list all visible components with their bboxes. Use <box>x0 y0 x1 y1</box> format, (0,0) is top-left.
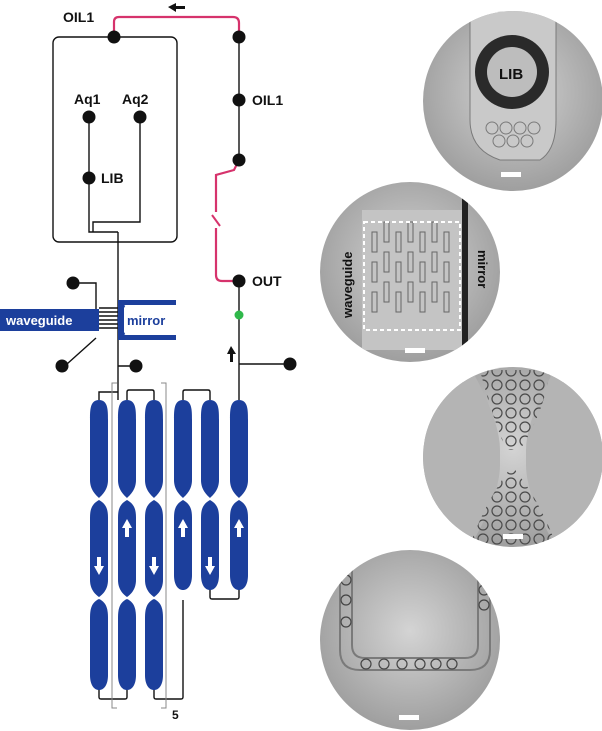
waveguide-serpentine <box>99 307 118 329</box>
mirror-strip <box>462 185 468 362</box>
repeat-bracket-left <box>111 382 117 709</box>
micrograph-bead-constriction <box>423 367 602 547</box>
side-channel-upper <box>73 282 97 310</box>
inlet-chamber-box <box>52 36 178 243</box>
micrograph-lib-inlet: LIB <box>423 11 602 191</box>
aq1-label: Aq1 <box>74 91 101 107</box>
aq2-channel <box>92 117 141 232</box>
oil1-top-right-port <box>232 30 246 44</box>
side-channel-lower <box>66 337 97 365</box>
scale-bar <box>405 348 425 353</box>
u-turn-top-2 <box>182 389 211 400</box>
u-turn-bottom-1 <box>98 690 128 700</box>
up-arrow-icon <box>227 346 236 362</box>
waveguide-right-port <box>129 359 143 373</box>
scale-bar <box>399 715 419 720</box>
channel-column-6 <box>230 400 248 590</box>
repeat-count-label: 5 <box>172 708 179 722</box>
waveguide-bar <box>0 309 99 331</box>
incubation-serpentine: 5 <box>90 382 248 722</box>
mirror-frame <box>118 300 176 340</box>
scale-bar <box>501 172 521 177</box>
lib-port <box>82 171 96 185</box>
flow-arrows <box>94 519 244 575</box>
left-arrow-icon <box>168 3 185 12</box>
micrograph-waveguide-label: waveguide <box>340 252 355 319</box>
mirror-curve <box>117 304 126 336</box>
oil1-line <box>112 15 241 37</box>
down-arrow-icon <box>205 557 215 575</box>
down-arrow-icon <box>94 557 104 575</box>
bead-pack-top <box>480 370 550 450</box>
waveguide-upper-port <box>66 276 80 290</box>
out-label: OUT <box>252 273 282 289</box>
oil1-to-out-line <box>214 159 240 283</box>
out-port <box>232 274 246 288</box>
oil1-inlet-port <box>107 30 121 44</box>
waveguide-label: waveguide <box>5 313 72 328</box>
detection-window <box>363 221 461 331</box>
repeat-bracket-right <box>161 382 167 709</box>
u-turn-top-1 <box>126 389 155 400</box>
channel-column-2 <box>118 400 136 690</box>
up-arrow-icon <box>122 519 132 537</box>
serpentine-inlet <box>98 391 118 400</box>
channel-column-4 <box>174 400 192 590</box>
down-arrow-icon <box>149 557 159 575</box>
bead-pack-bottom <box>470 466 556 545</box>
oil1-top-label: OIL1 <box>63 9 94 25</box>
oil1-side-port <box>232 93 246 107</box>
mirror-label: mirror <box>127 313 165 328</box>
detector-dot <box>234 310 244 320</box>
micrograph-detection: waveguide mirror <box>320 182 500 362</box>
aq2-port <box>133 110 147 124</box>
oil1-gap-tick <box>211 214 221 227</box>
waveguide-lower-port <box>55 359 69 373</box>
u-turn-bottom-2 <box>153 600 184 700</box>
channel-column-5 <box>201 400 219 590</box>
outlet-side-port <box>283 357 297 371</box>
u-turn-bottom-3 <box>209 590 240 600</box>
lib-label: LIB <box>101 170 124 186</box>
aq1-port <box>82 110 96 124</box>
oil1-lower-port <box>232 153 246 167</box>
micrograph-mirror-label: mirror <box>475 250 490 288</box>
oil1-side-label: OIL1 <box>252 92 283 108</box>
scale-bar <box>503 534 523 539</box>
lib-channel <box>88 178 118 233</box>
aq2-label: Aq2 <box>122 91 149 107</box>
channel-column-3 <box>145 400 163 690</box>
up-arrow-icon <box>234 519 244 537</box>
channel-column-1 <box>90 400 108 690</box>
up-arrow-icon <box>178 519 188 537</box>
micrograph-bead-channel <box>320 550 500 730</box>
micrograph-lib-label: LIB <box>499 66 523 83</box>
chip-schematic: waveguide mirror OIL1 OIL1 Aq1 Aq2 LIB O… <box>0 3 297 722</box>
